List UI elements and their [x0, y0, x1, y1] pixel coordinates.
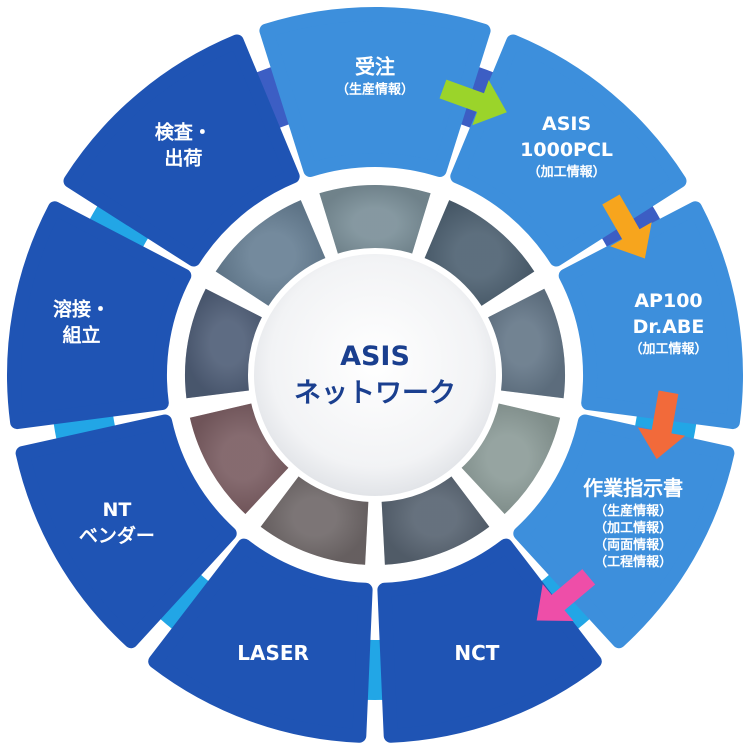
segment-sublabel-ap100: （加工情報） [629, 341, 707, 357]
ring-connector [151, 567, 218, 637]
segment-sublabel-sagyo: （工程情報） [594, 554, 672, 570]
flow-arrows [439, 79, 686, 621]
segment-kensa[interactable] [63, 34, 300, 267]
arrow-1 [439, 79, 507, 126]
segment-label-ap100: Dr.ABE [633, 316, 705, 338]
segment-sublabel-sagyo: （両面情報） [594, 537, 672, 553]
center-circle [248, 248, 502, 502]
segment-sublabel-sagyo: （生産情報） [594, 503, 672, 519]
center-title-line1: ASIS [340, 341, 410, 372]
arrow-3 [637, 390, 686, 460]
segment-label-kensa: 検査・ [155, 121, 212, 144]
segment-juchu[interactable] [259, 6, 491, 177]
segment-label-ap100: AP100 [634, 290, 702, 312]
segment-label-kensa: 出荷 [164, 147, 202, 170]
ring-segments [7, 6, 743, 743]
segment-label-yosetsu: 溶接・ [53, 297, 110, 320]
segment-ap100[interactable] [558, 201, 743, 430]
segment-label-juchu: 受注 [355, 55, 395, 79]
segment-label-yosetsu: 組立 [62, 323, 100, 346]
arrow-4 [536, 569, 596, 621]
center-title-line2: ネットワーク [294, 378, 456, 409]
segment-bender[interactable] [15, 414, 237, 649]
segment-label-bender: ベンダー [79, 524, 155, 547]
center-hub: ASIS ネットワーク [248, 248, 502, 502]
segment-label-laser: LASER [237, 641, 309, 665]
ring-connector [84, 195, 154, 257]
segment-yosetsu[interactable] [7, 201, 192, 430]
segment-label-asis1000: 1000PCL [520, 139, 613, 161]
segment-label-bender: NT [102, 499, 131, 521]
segment-sublabel-asis1000: （加工情報） [528, 164, 606, 180]
arrow-2 [602, 194, 652, 259]
segment-sublabel-sagyo: （加工情報） [594, 520, 672, 536]
segment-label-asis1000: ASIS [542, 113, 591, 135]
segment-label-nct: NCT [454, 641, 499, 665]
segment-laser[interactable] [148, 538, 373, 743]
segment-sublabel-juchu: （生産情報） [336, 82, 414, 98]
office-workers-photo-shade [319, 184, 431, 263]
segment-label-sagyo: 作業指示書 [583, 476, 683, 500]
